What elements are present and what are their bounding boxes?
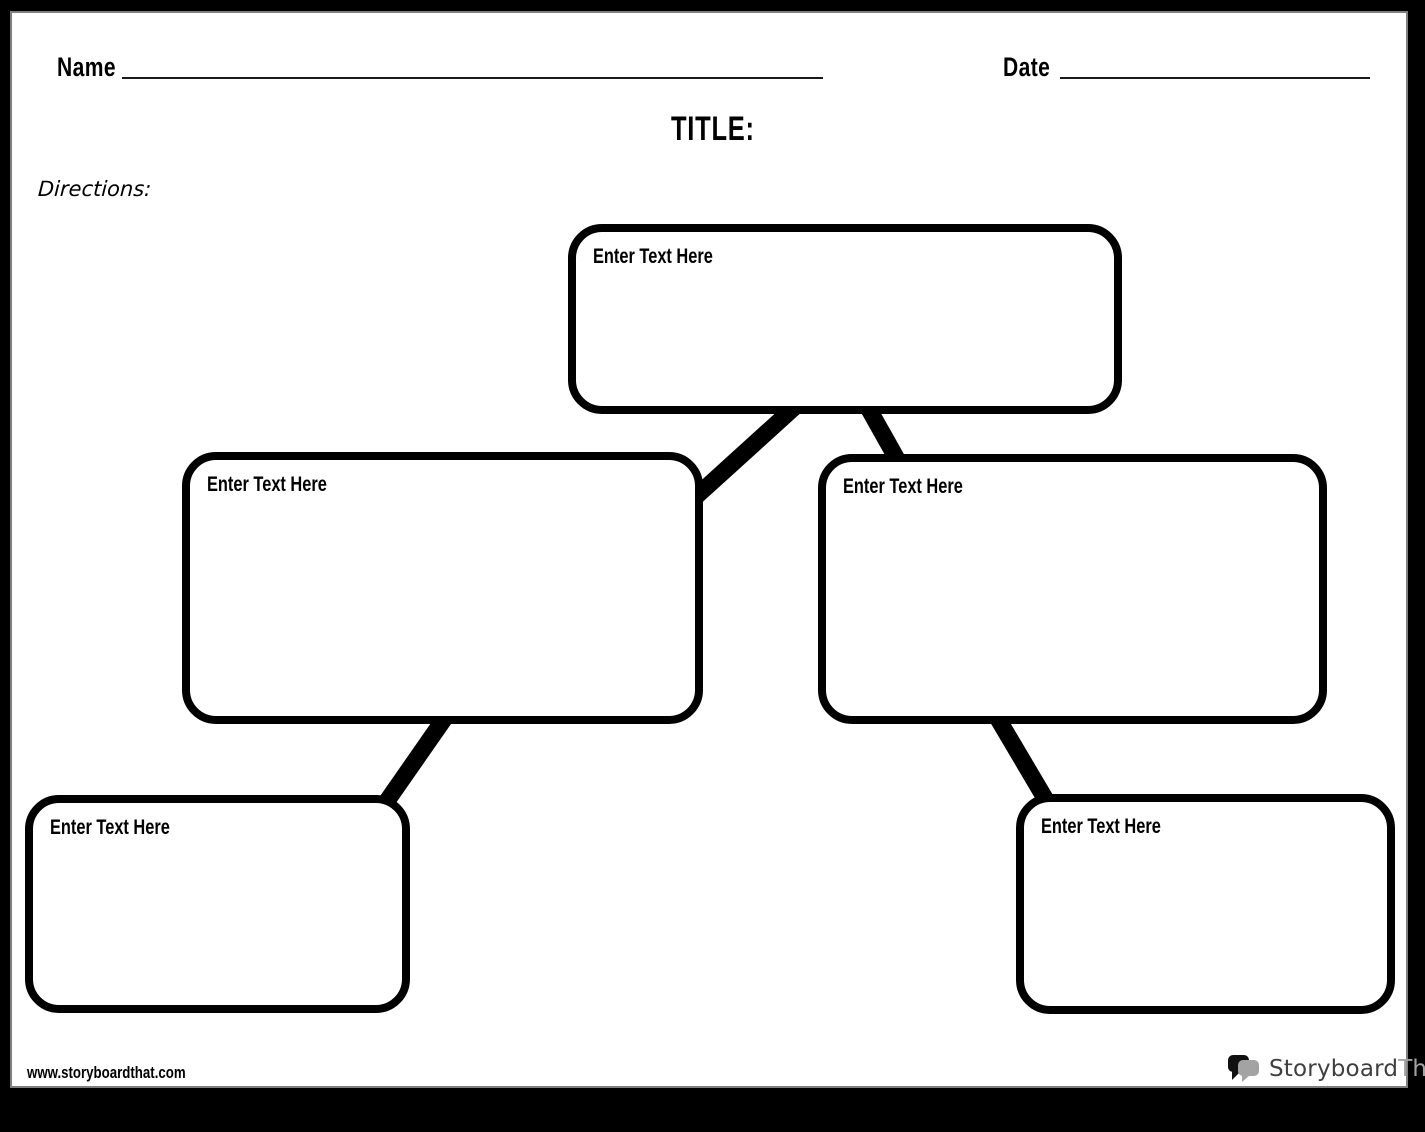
tree-node-right-leaf[interactable]: Enter Text Here — [1016, 794, 1395, 1014]
storyboardthat-logo: StoryboardThat — [1227, 1051, 1425, 1087]
title-label: TITLE: — [670, 110, 755, 148]
tree-node-right-child[interactable]: Enter Text Here — [818, 454, 1327, 724]
logo-wordmark-that: That — [1398, 1056, 1425, 1082]
connector-right-child-to-right-leaf — [986, 707, 1054, 805]
tree-node-right-leaf-placeholder[interactable]: Enter Text Here — [1041, 815, 1161, 838]
tree-node-left-leaf-placeholder[interactable]: Enter Text Here — [50, 816, 170, 839]
date-label: Date — [1003, 52, 1051, 82]
tree-node-left-leaf[interactable]: Enter Text Here — [25, 795, 410, 1013]
tree-node-root[interactable]: Enter Text Here — [568, 224, 1122, 414]
connector-root-to-left-child — [684, 397, 804, 509]
tree-node-right-child-placeholder[interactable]: Enter Text Here — [843, 475, 963, 498]
speech-bubbles-icon — [1228, 1055, 1259, 1082]
title-heading: TITLE: — [0, 110, 1425, 149]
tree-node-left-child[interactable]: Enter Text Here — [182, 452, 703, 724]
logo-wordmark: StoryboardThat — [1269, 1056, 1425, 1082]
date-write-line — [1060, 77, 1370, 79]
name-write-line — [122, 77, 823, 79]
connector-left-child-to-left-leaf — [380, 707, 456, 806]
name-label: Name — [57, 52, 116, 82]
footer-url: www.storyboardthat.com — [27, 1063, 186, 1082]
logo-wordmark-storyboard: Storyboard — [1269, 1056, 1399, 1082]
tree-node-root-placeholder[interactable]: Enter Text Here — [593, 245, 713, 268]
tree-node-left-child-placeholder[interactable]: Enter Text Here — [207, 473, 327, 496]
